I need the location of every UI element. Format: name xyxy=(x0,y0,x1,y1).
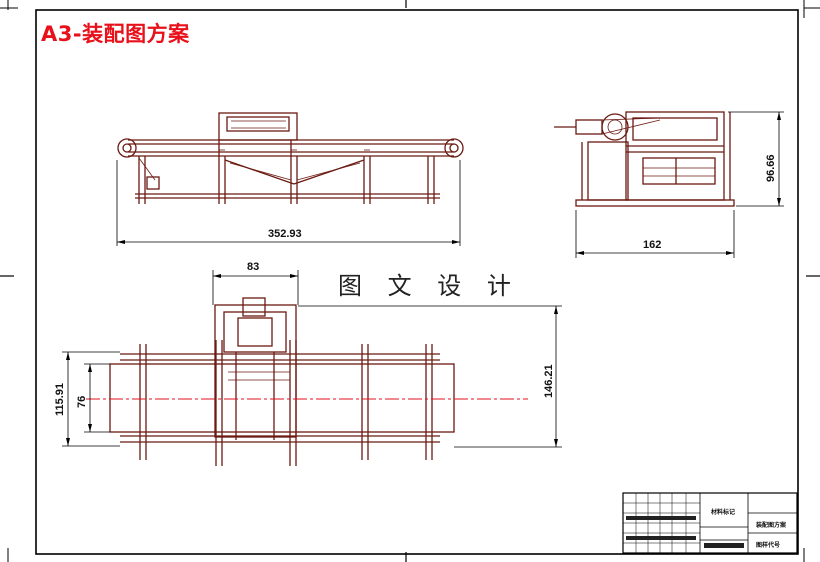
side-view xyxy=(554,111,784,258)
top-view xyxy=(62,270,562,466)
dim-front-length: 352.93 xyxy=(268,228,302,240)
dim-side-width: 162 xyxy=(643,239,662,251)
front-view xyxy=(116,112,464,246)
dim-top-width: 83 xyxy=(247,261,260,273)
title-block xyxy=(622,492,798,554)
dim-top-height: 146.21 xyxy=(543,364,555,398)
dim-side-height: 96.66 xyxy=(765,154,777,182)
title-block-part-code: 图样代号 xyxy=(756,543,781,549)
dim-top-left-inner: 76 xyxy=(76,395,88,408)
title-block-material-label: 材料标记 xyxy=(711,510,736,516)
drawing-title: A3-装配图方案 xyxy=(41,22,190,46)
title-block-drawing-name: 装配图方案 xyxy=(756,523,787,529)
dim-top-left-outer: 115.91 xyxy=(54,382,66,416)
watermark-text: 图 文 设 计 xyxy=(338,272,520,300)
